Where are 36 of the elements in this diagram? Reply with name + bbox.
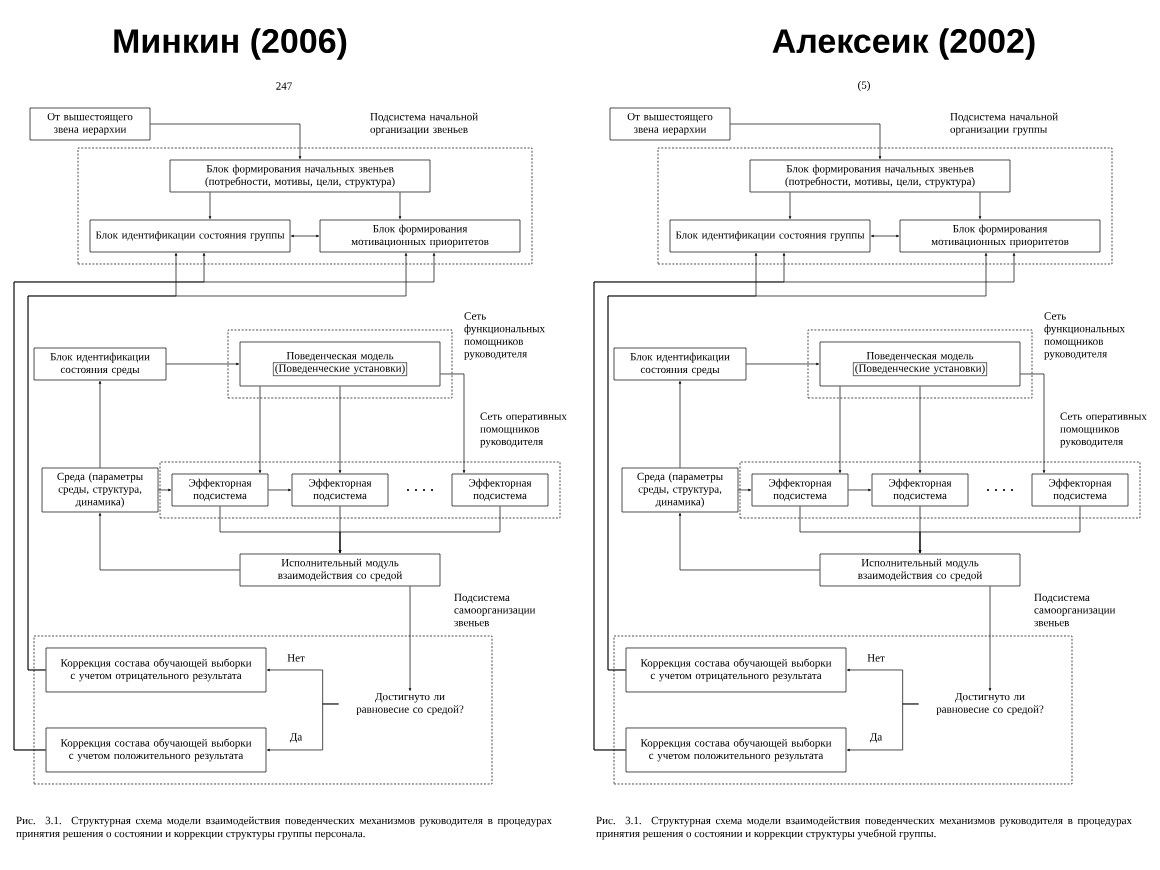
arrow [258,385,262,473]
arrow [678,512,820,571]
arrow [1020,373,1046,473]
arrow [593,252,1016,751]
arrow [338,385,342,473]
arrow [838,385,842,473]
arrow [158,488,172,492]
arrow [166,362,240,366]
arrow [847,703,919,752]
title: Алексеик (2002) [772,28,1035,60]
arrow [408,586,412,691]
arrow [398,192,402,219]
arrow [607,252,988,671]
arrow [338,505,501,553]
arrow [267,703,339,752]
arrow [98,512,240,571]
arrow [98,380,102,468]
arrow [988,586,992,691]
arrow [440,373,466,473]
arrow [871,234,900,238]
arrow [978,192,982,219]
arrow [13,252,436,751]
arrow [208,192,212,219]
arrow [268,488,292,492]
arrow [738,488,752,492]
arrow [918,505,1081,553]
arrow [290,234,320,238]
title: Минкин (2006) [114,28,347,60]
arrow [746,362,820,366]
arrow [27,252,408,671]
arrow [150,123,302,159]
arrow [678,380,682,468]
arrow [918,385,922,473]
arrow [788,192,792,219]
arrow [848,488,872,492]
arrow [730,123,882,159]
